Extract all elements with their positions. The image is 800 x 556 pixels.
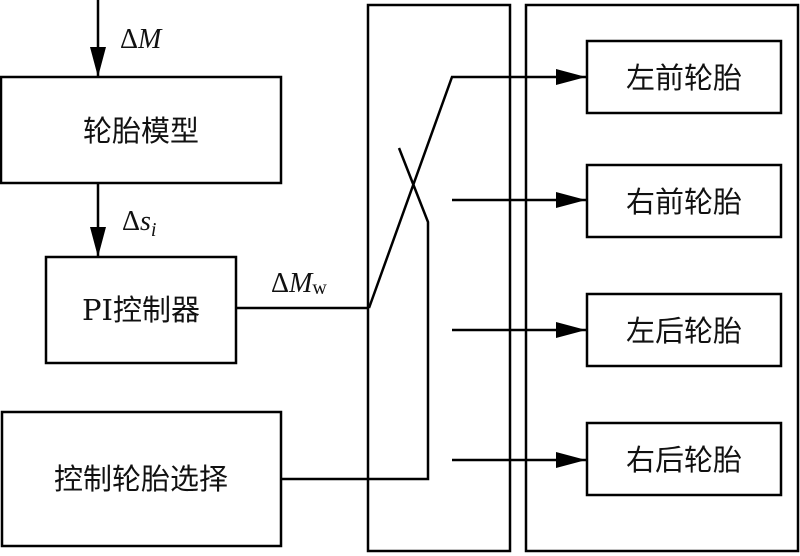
tire-block-front-left: 左前轮胎 <box>585 39 783 115</box>
selection-control-line <box>281 147 430 481</box>
tire-label: 右前轮胎 <box>626 185 742 219</box>
tire-block-rear-right: 右后轮胎 <box>585 421 783 497</box>
tire-block-rear-left: 左后轮胎 <box>585 292 783 368</box>
switch-arm <box>367 69 586 309</box>
tire-label: 右后轮胎 <box>626 443 742 477</box>
pi-controller-block: PI控制器 <box>44 255 238 365</box>
tire-block-front-right: 右前轮胎 <box>585 163 783 239</box>
delta-mw-label: ΔMw <box>271 268 327 299</box>
delta-m-label: ΔM <box>120 24 163 55</box>
delta-s-label: Δsi <box>122 206 156 241</box>
tire-model-label: 轮胎模型 <box>83 114 199 148</box>
tire-model-block: 轮胎模型 <box>0 75 283 185</box>
tire-label: 左前轮胎 <box>626 61 742 95</box>
tire-selection-label: 控制轮胎选择 <box>54 462 228 496</box>
tire-label: 左后轮胎 <box>626 314 742 348</box>
switch-column <box>366 3 512 553</box>
pi-controller-label: PI控制器 <box>82 293 200 327</box>
tire-selection-block: 控制轮胎选择 <box>0 410 283 548</box>
